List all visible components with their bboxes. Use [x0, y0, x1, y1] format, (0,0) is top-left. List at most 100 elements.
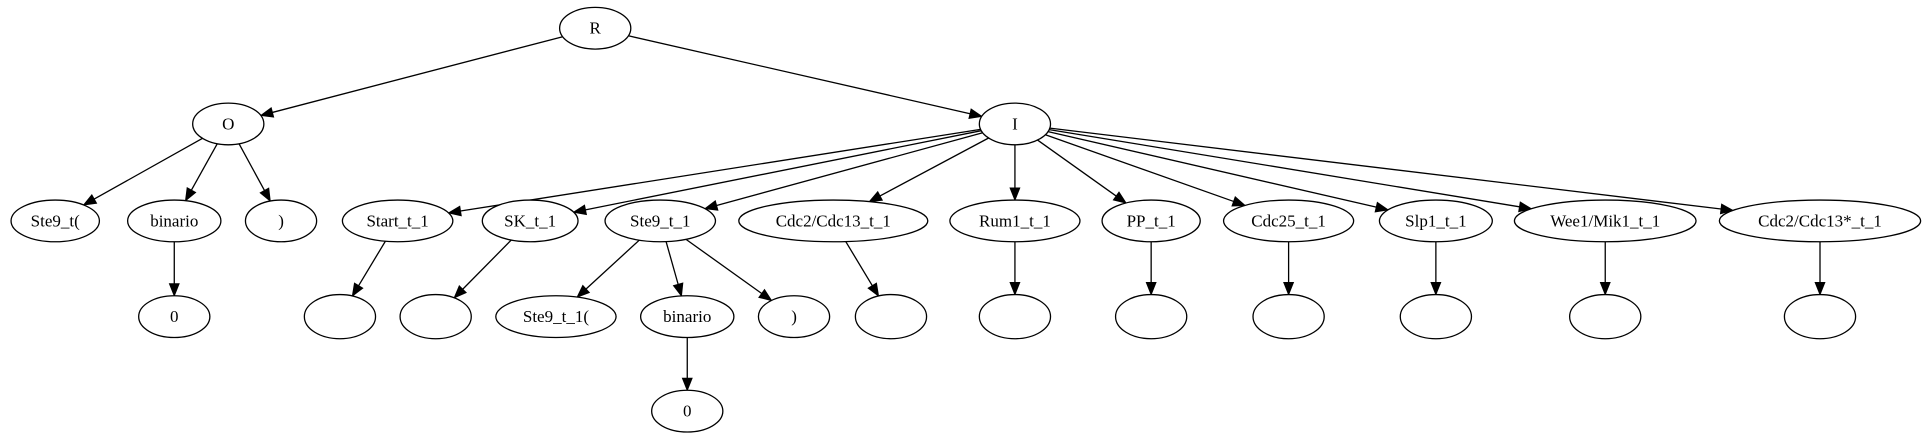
node-ste9: Ste9_t_1 [604, 199, 717, 243]
node-ellipse [1399, 293, 1473, 340]
node-label: Ste9_t( [31, 211, 80, 230]
arrowhead-r-to-o [259, 106, 275, 118]
node-ellipse [1513, 199, 1697, 243]
arrowhead-cdc2cdc13s-to-cdc2cdc13s-c [1814, 282, 1826, 296]
node-ellipse [481, 199, 579, 243]
arrowhead-start-to-start-c [351, 282, 364, 298]
node-pp: PP_t_1 [1101, 199, 1201, 243]
node-label: binario [150, 211, 198, 230]
node-o-close: ) [244, 199, 318, 243]
node-wee1-c [1568, 293, 1642, 340]
edge-start-to-start-c [358, 240, 386, 286]
edge-i-to-sk [585, 130, 982, 211]
node-label: binario [663, 307, 711, 326]
node-cdc25: Cdc25_t_1 [1222, 199, 1355, 243]
arrowhead-i-to-cdc2cdc13s [1719, 203, 1735, 215]
node-ellipse [1101, 199, 1201, 243]
arrowhead-ste9-to-ste9-open [576, 284, 591, 299]
arrowhead-cdc25-to-cdc25-c [1283, 282, 1295, 296]
node-cdc25-c [1252, 293, 1325, 340]
node-r: R [558, 6, 632, 50]
edge-r-to-o [272, 36, 563, 114]
arrowhead-o-to-o-close [259, 187, 271, 203]
node-label: R [590, 19, 602, 38]
arrowhead-i-to-slp1 [1374, 201, 1390, 213]
node-ste9-binario: binario [639, 295, 735, 339]
arrowhead-i-to-cdc2cdc13 [868, 190, 884, 203]
node-ellipse [978, 293, 1052, 340]
arrowhead-pp-to-pp-c [1145, 282, 1157, 296]
edge-i-to-ste9 [716, 132, 983, 207]
node-cdc2cdc13s: Cdc2/Cdc13*_t_1 [1718, 199, 1922, 243]
edge-i-to-start [460, 128, 981, 212]
node-o-binario: binario [126, 199, 222, 243]
node-label: Start_t_1 [366, 211, 428, 230]
node-ellipse [303, 293, 377, 340]
node-label: Rum1_t_1 [979, 211, 1051, 230]
edge-i-to-cdc2cdc13s [1049, 127, 1722, 210]
arrowhead-cdc2cdc13-to-cdc2cdc13-c [867, 282, 880, 298]
node-ellipse [1783, 293, 1857, 340]
node-label: Cdc25_t_1 [1251, 211, 1326, 230]
node-ellipse [126, 199, 222, 243]
arrowhead-r-to-i [968, 108, 984, 120]
node-sk-c [399, 293, 472, 340]
arrowhead-ste9-binario-to-ste9-zero [681, 377, 693, 392]
node-ellipse [138, 295, 211, 339]
node-ellipse [854, 293, 928, 340]
node-label: Slp1_t_1 [1405, 211, 1466, 230]
node-ellipse [639, 295, 735, 339]
node-ellipse [1252, 293, 1325, 340]
node-cdc2cdc13s-c [1783, 293, 1857, 340]
node-ellipse [10, 199, 101, 243]
edge-i-to-cdc25 [1045, 134, 1234, 203]
node-ellipse [757, 295, 831, 339]
node-ellipse [949, 199, 1081, 243]
edge-i-to-pp [1037, 139, 1117, 197]
node-ste9-zero: 0 [651, 389, 724, 433]
node-start: Start_t_1 [341, 199, 454, 243]
edge-o-to-o-binario [190, 143, 218, 191]
node-label: SK_t_1 [504, 211, 556, 230]
arrowhead-ste9-to-ste9-binario [672, 282, 684, 298]
node-label: 0 [683, 402, 692, 421]
node-ellipse [604, 199, 717, 243]
arrowhead-o-to-o-ste9 [82, 194, 98, 206]
arrowhead-i-to-sk [572, 204, 588, 216]
node-slp1: Slp1_t_1 [1378, 199, 1493, 243]
node-cdc2cdc13-c [854, 293, 928, 340]
node-sk: SK_t_1 [481, 199, 579, 243]
edge-ste9-to-ste9-binario [665, 241, 679, 285]
node-slp1-c [1399, 293, 1473, 340]
node-label: ) [278, 211, 284, 230]
edge-sk-to-sk-c [462, 239, 512, 290]
node-label: Ste9_t_1( [523, 307, 589, 326]
node-ellipse [1718, 199, 1922, 243]
node-ellipse [495, 295, 617, 339]
edge-layer [82, 35, 1826, 392]
arrowhead-ste9-to-ste9-close [758, 288, 773, 302]
node-wee1: Wee1/Mik1_t_1 [1513, 199, 1697, 243]
node-pp-c [1114, 293, 1188, 340]
node-label: PP_t_1 [1127, 211, 1176, 230]
edge-i-to-slp1 [1047, 130, 1377, 208]
node-ellipse [1568, 293, 1642, 340]
node-start-c [303, 293, 377, 340]
edge-i-to-cdc2cdc13 [879, 137, 989, 197]
node-i: I [978, 102, 1052, 146]
node-label: Ste9_t_1 [630, 211, 690, 230]
node-ellipse [1222, 199, 1355, 243]
edge-o-to-o-ste9 [93, 137, 203, 200]
node-ellipse [1378, 199, 1493, 243]
edge-ste9-to-ste9-close [685, 238, 763, 295]
node-ellipse [651, 389, 724, 433]
node-label: O [222, 114, 234, 133]
edge-i-to-wee1 [1049, 128, 1520, 208]
arrowhead-i-to-ste9 [703, 200, 719, 211]
node-label: Cdc2/Cdc13_t_1 [776, 211, 891, 230]
edge-cdc2cdc13-to-cdc2cdc13-c [845, 241, 873, 286]
node-ellipse [738, 199, 929, 243]
arrowhead-i-to-start [447, 205, 462, 217]
